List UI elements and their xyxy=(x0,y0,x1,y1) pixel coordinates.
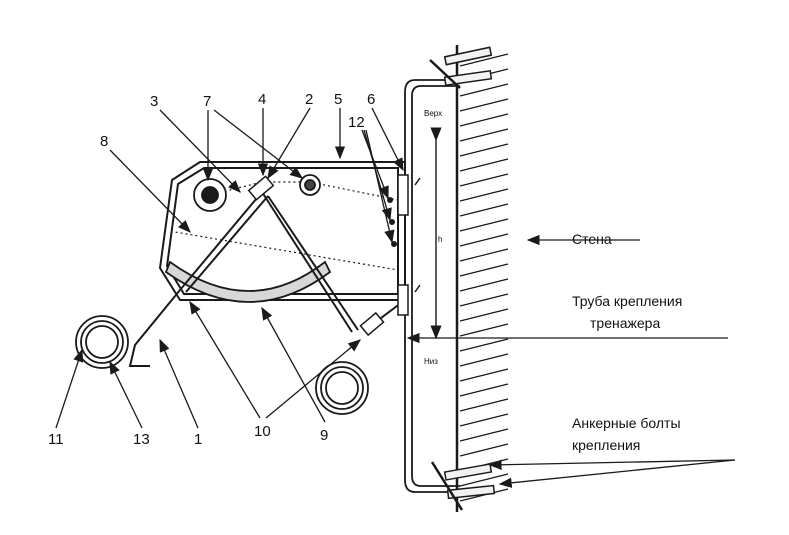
leader-lines xyxy=(55,107,736,488)
hatch-line xyxy=(459,383,509,397)
label-6: 6 xyxy=(367,91,375,108)
anchor-bolts xyxy=(429,46,496,511)
hatch-line xyxy=(459,218,509,232)
label-wall: Стена xyxy=(572,231,612,247)
hatch-line xyxy=(459,128,509,142)
hatch-line xyxy=(459,158,509,172)
label-5: 5 xyxy=(334,91,342,108)
hatch-line xyxy=(459,398,509,412)
label-top: Верх xyxy=(424,109,442,118)
number-labels: 3 7 4 2 5 6 12 8 11 13 1 10 9 xyxy=(48,91,375,448)
hatch-line xyxy=(459,248,509,262)
hatch-line xyxy=(459,83,509,97)
hatch-line xyxy=(459,428,509,442)
hatch-line xyxy=(459,308,509,322)
label-pipe-line2: тренажера xyxy=(590,315,660,331)
label-h: h xyxy=(438,235,442,244)
pipe-brackets xyxy=(397,174,421,316)
hatch-line xyxy=(459,233,509,247)
mounting-pipe xyxy=(404,79,460,493)
label-13: 13 xyxy=(133,431,150,448)
label-10: 10 xyxy=(254,423,271,440)
hatch-line xyxy=(459,173,509,187)
hatch-lines xyxy=(459,53,509,502)
spring-rings xyxy=(75,315,369,415)
hatch-line xyxy=(459,53,509,67)
cable-dotted xyxy=(174,181,399,271)
label-pipe-line1: Труба крепления xyxy=(572,293,682,309)
hatch-line xyxy=(459,203,509,217)
hatch-line xyxy=(459,368,509,382)
label-2: 2 xyxy=(305,91,313,108)
hatch-line xyxy=(459,188,509,202)
hatch-line xyxy=(459,98,509,112)
hatch-line xyxy=(459,323,509,337)
hatch-line xyxy=(459,263,509,277)
hatch-line xyxy=(459,413,509,427)
hatch-line xyxy=(459,473,509,487)
label-3: 3 xyxy=(150,93,158,110)
hatch-line xyxy=(459,278,509,292)
pulleys xyxy=(193,174,321,212)
label-7: 7 xyxy=(203,93,211,110)
hatch-line xyxy=(459,338,509,352)
hatch-line xyxy=(459,443,509,457)
label-9: 9 xyxy=(320,427,328,444)
rod-clamp xyxy=(359,311,385,337)
label-bottom: Низ xyxy=(424,357,438,366)
label-bolts-line2: крепления xyxy=(572,437,640,453)
label-bolts-line1: Анкерные болты xyxy=(572,415,681,431)
label-4: 4 xyxy=(258,91,266,108)
curved-guide xyxy=(164,260,332,303)
hatch-line xyxy=(459,293,509,307)
label-8: 8 xyxy=(100,133,108,150)
label-1: 1 xyxy=(194,431,202,448)
label-12: 12 xyxy=(348,114,365,131)
hatch-line xyxy=(459,143,509,157)
hatch-line xyxy=(459,353,509,367)
wall-hatching xyxy=(455,45,509,512)
hatch-line xyxy=(459,113,509,127)
label-11: 11 xyxy=(48,431,64,448)
rod-handle xyxy=(247,175,275,201)
